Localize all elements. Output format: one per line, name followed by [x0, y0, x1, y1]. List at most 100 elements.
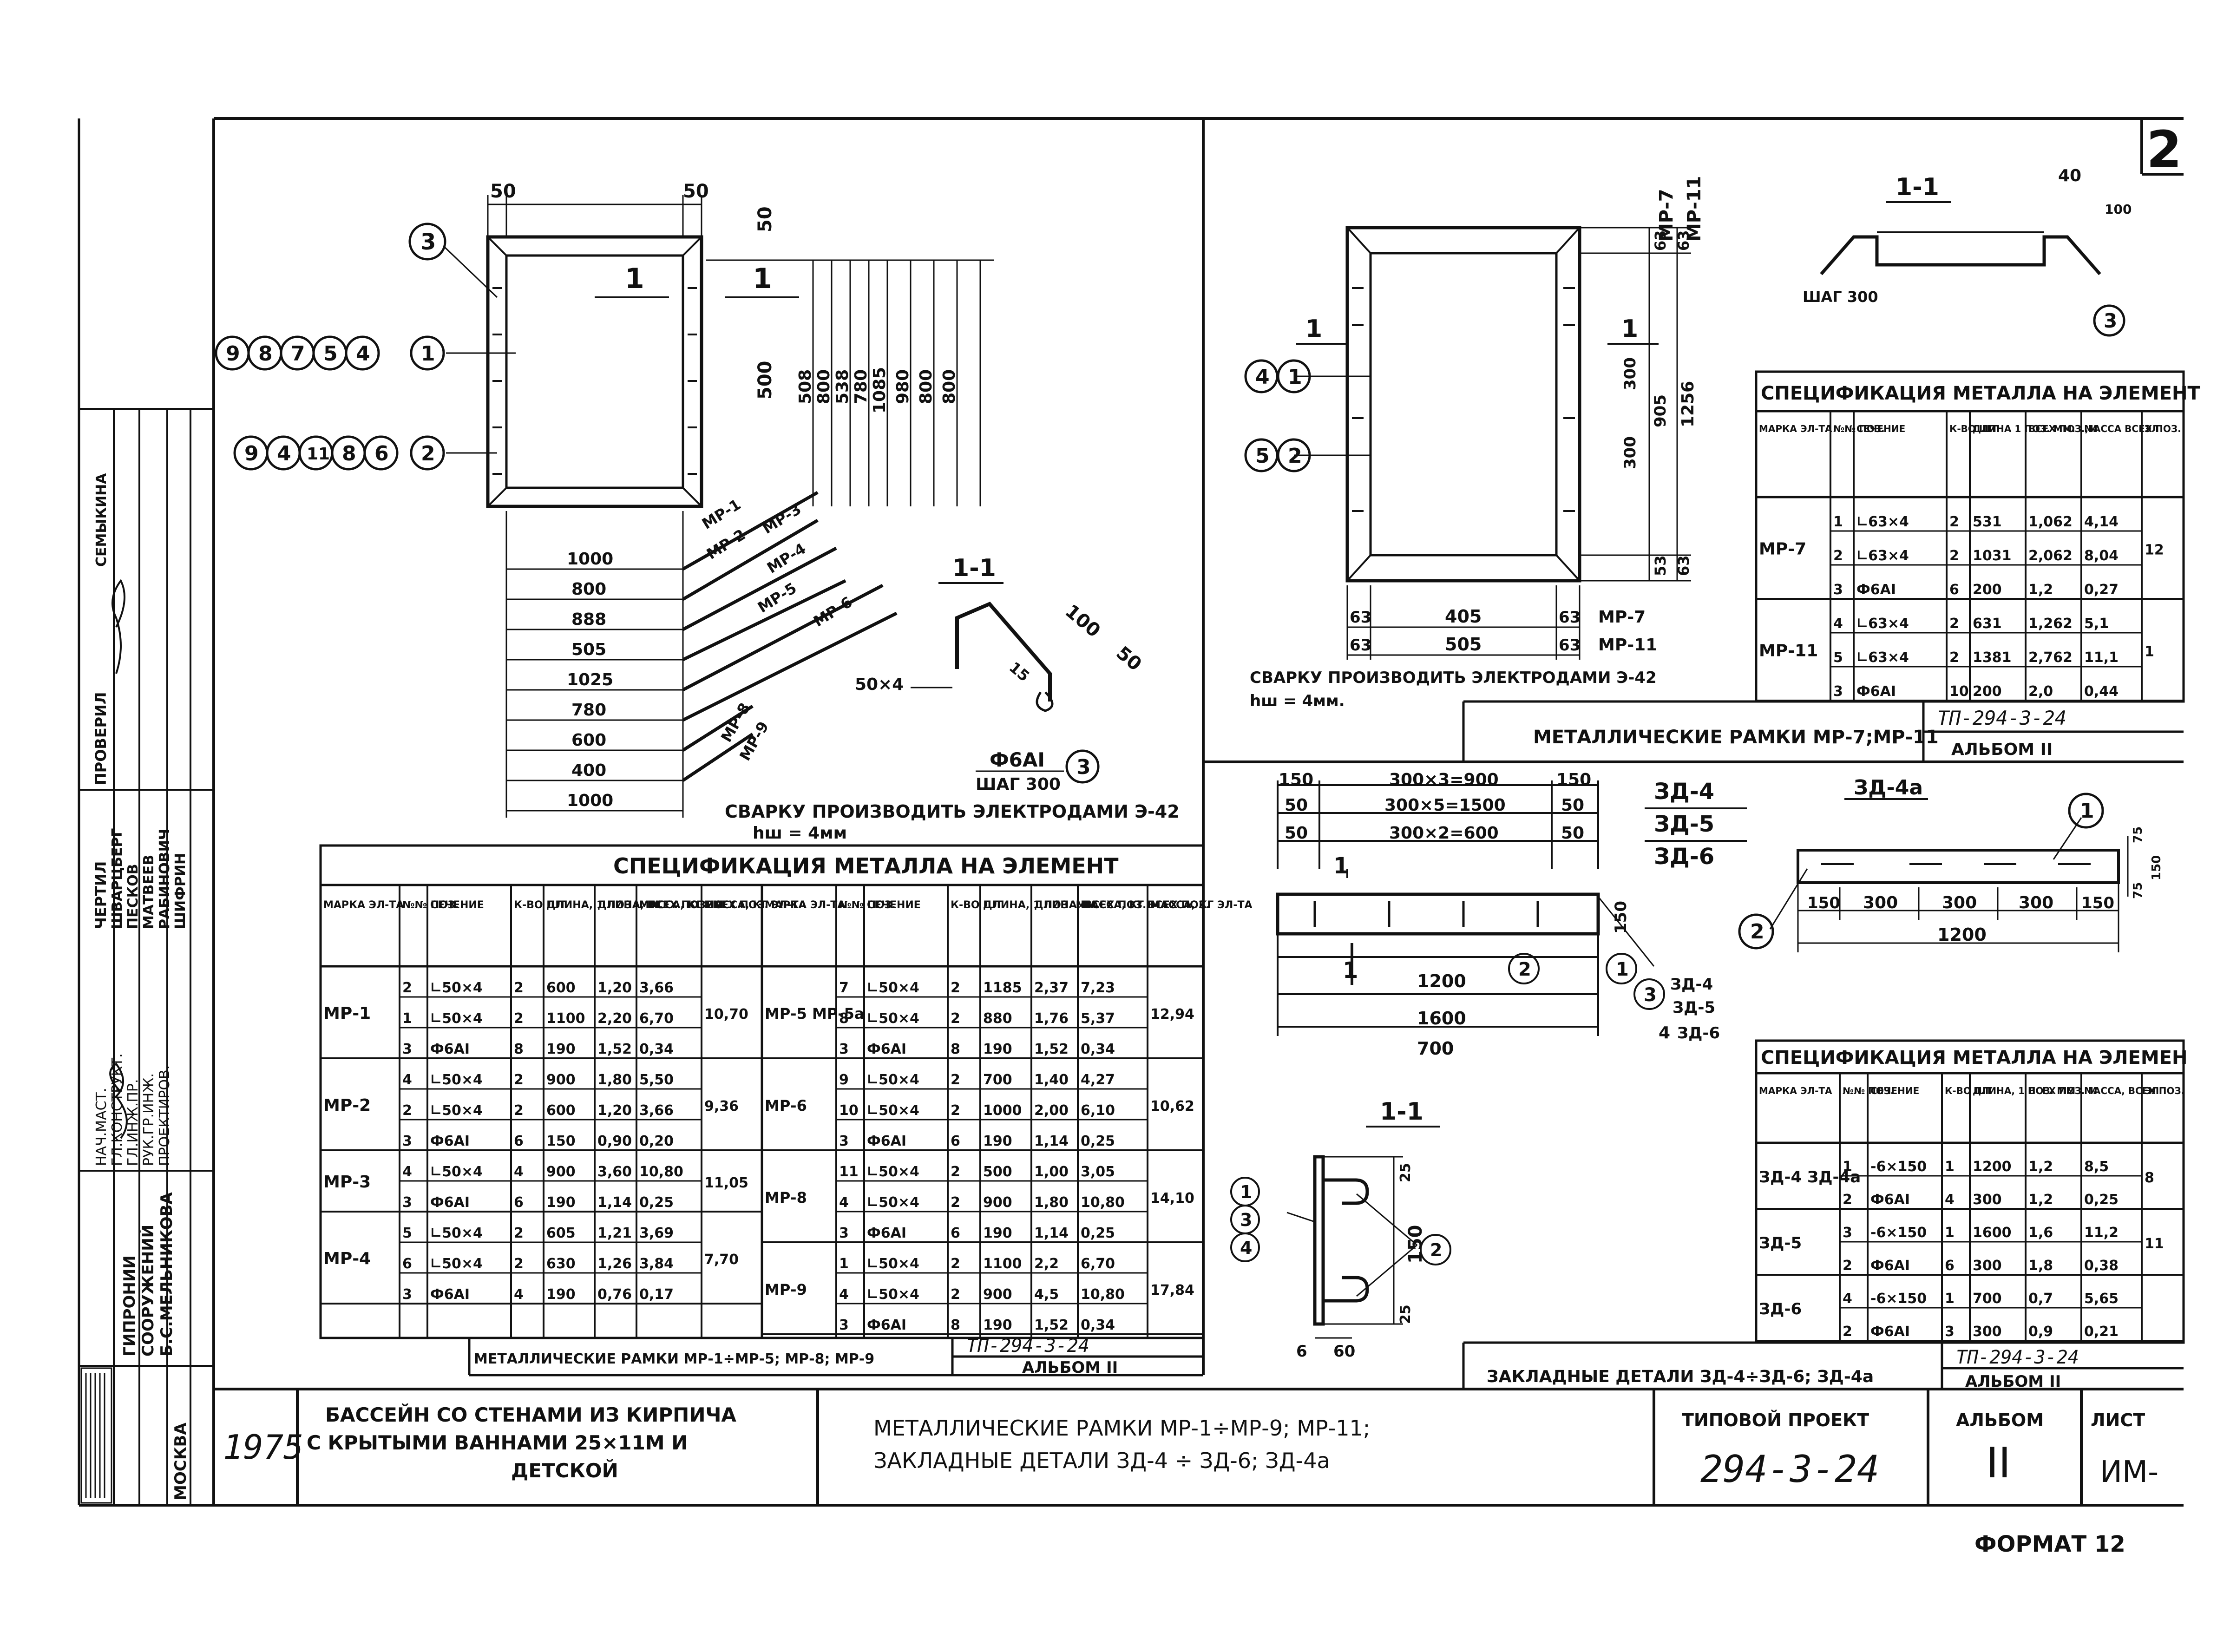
- spec-cell: 2: [1843, 1192, 1852, 1208]
- spec-cell: 0,21: [2084, 1324, 2119, 1340]
- spec-cell: 3,66: [639, 1102, 674, 1119]
- height-1: 508: [796, 369, 815, 404]
- spec-cell: 5: [1833, 649, 1843, 666]
- spec-header-cell: МАРКА ЭЛ-ТА: [1759, 423, 1832, 434]
- spec-cell: Ф6АI: [1856, 683, 1896, 700]
- signature-mark: [112, 579, 125, 674]
- approval-stamp: ГИПРОНИИ СООРУЖЕНИЙ Б.С.МЕЛЬНИКОВА МОСКВ…: [92, 473, 190, 1501]
- spec-mark: ЗД-5: [1759, 1234, 1802, 1252]
- spec-cell: 0,38: [2084, 1258, 2119, 1274]
- spec-cell: 0,34: [639, 1041, 674, 1057]
- spec-cell: ∟50×4: [430, 1256, 483, 1272]
- zd-dim-1-0: 50: [1285, 796, 1308, 815]
- spec-mark: МР-9: [765, 1281, 807, 1298]
- zd-section-mark: 1: [1343, 957, 1358, 983]
- width-2: 888: [571, 610, 606, 629]
- zd-section-mark: 1: [1333, 853, 1349, 879]
- section-step: ШАГ 300: [976, 775, 1061, 794]
- dim-h-3: 300: [1621, 436, 1640, 469]
- spec-table-mr7: СПЕЦИФИКАЦИЯ МЕТАЛЛА НА ЭЛЕМЕНТ МАРКА ЭЛ…: [1462, 370, 2200, 762]
- spec-cell: 1,52: [597, 1041, 632, 1057]
- spec-cell: 3: [839, 1133, 849, 1149]
- height-2: 800: [814, 369, 833, 404]
- project-title-line-2: ДЕТСКОЙ: [511, 1459, 618, 1482]
- spec-cell: 1: [839, 1256, 849, 1272]
- marker-7: 7: [291, 342, 305, 366]
- dim-h-6: 53: [1652, 555, 1669, 576]
- zd-marker-1: 1: [1616, 959, 1629, 980]
- spec-cell: 3: [1833, 683, 1843, 700]
- dim-top-2: 50: [754, 206, 776, 232]
- spec-cell: ∟50×4: [867, 1286, 919, 1303]
- spec-cell: 2: [514, 1102, 524, 1119]
- section-mark-label: 1: [625, 262, 644, 295]
- frame-right-drawing: МР-7 МР-11 1 1 4 1 5 2 63 63 300 300 905…: [1244, 166, 2132, 710]
- spec-cell: 4: [839, 1286, 849, 1303]
- spec-cell: 1,52: [1034, 1317, 1069, 1333]
- spec-cell: 1100: [546, 1010, 585, 1027]
- spec-cell: 500: [983, 1164, 1012, 1180]
- spec-cell: 190: [546, 1194, 576, 1211]
- spec-cell: 0,34: [1081, 1317, 1115, 1333]
- spec-header-cell: МАССА ВСЕХ ПОЗ.: [2084, 423, 2181, 434]
- height-8: 800: [940, 369, 959, 404]
- spec-cell: 1100: [983, 1256, 1022, 1272]
- spec-header-cell: ДЛИНА 1 ПОЗ. ММ.: [1973, 423, 2075, 434]
- spec-cell: 0,44: [2084, 683, 2119, 700]
- section-mark-label: 1: [753, 262, 772, 295]
- spec-mark: МР-8: [765, 1189, 807, 1206]
- spec-cell: Ф6АI: [1870, 1324, 1910, 1340]
- spec-total: 17,84: [1150, 1282, 1194, 1298]
- sheet-title-line-0: МЕТАЛЛИЧЕСКИЕ РАМКИ МР-1÷МР-9; МР-11;: [873, 1416, 1370, 1441]
- spec-cell: 2,37: [1034, 980, 1069, 996]
- zd-callout-1: ЗД-5: [1673, 998, 1715, 1017]
- spec-cell: Ф6АI: [1856, 582, 1896, 598]
- spec-left-stamp-album: АЛЬБОМ II: [1022, 1358, 1118, 1377]
- spec-cell: 6: [951, 1133, 960, 1149]
- spec-cell: -6×150: [1870, 1225, 1927, 1241]
- frame-left-drawing: 50 50 50 1 1 9 8 7 5 4 1 9 4: [215, 181, 1180, 843]
- spec-cell: 631: [1973, 616, 2002, 632]
- zd4a-dim-1: 300: [1863, 893, 1898, 912]
- zd-length-1: 1600: [1417, 1008, 1466, 1029]
- spec-cell: ∟63×4: [1856, 514, 1909, 530]
- spec-cell: 2: [951, 1072, 960, 1088]
- spec-total: 11,05: [704, 1175, 748, 1191]
- spec-cell: 1,26: [597, 1256, 632, 1272]
- spec-cell: 6,10: [1081, 1102, 1115, 1119]
- spec-total: 11: [2145, 1236, 2164, 1252]
- frame-label-mr6: МР-6: [810, 593, 855, 630]
- spec-cell: 4: [402, 1164, 412, 1180]
- spec-left-stamp-title: МЕТАЛЛИЧЕСКИЕ РАМКИ МР-1÷МР-5; МР-8; МР-…: [474, 1351, 874, 1367]
- marker-6: 6: [374, 442, 389, 465]
- embedded-details-drawing: 150 300×3=900 150 50 300×5=1500 50 50 30…: [1230, 770, 2164, 1361]
- spec-cell: 2: [514, 980, 524, 996]
- weld-height-right: hш = 4мм.: [1250, 692, 1345, 710]
- spec-mark: МР-4: [323, 1249, 371, 1268]
- spec-cell: 3: [1945, 1324, 1955, 1340]
- spec-cell: Ф6АI: [1870, 1192, 1910, 1208]
- spec-cell: 0,25: [2084, 1192, 2119, 1208]
- frame-right-label-mr11: МР-11: [1598, 636, 1657, 655]
- spec-cell: 1: [402, 1010, 412, 1027]
- spec-header-cell: МАССА, КГ ЭЛ-ТА: [1150, 899, 1253, 911]
- zd-section-dim-4: 60: [1333, 1342, 1355, 1361]
- spec-cell: ∟50×4: [867, 1102, 919, 1119]
- spec-cell: 3,69: [639, 1225, 674, 1241]
- spec-mark: МР-7: [1759, 540, 1806, 559]
- spec-cell: 2,0: [2028, 683, 2053, 700]
- marker-9: 9: [226, 342, 240, 366]
- spec-cell: 2: [1843, 1258, 1852, 1274]
- spec-cell: 2,762: [2028, 649, 2073, 666]
- marker-9: 9: [244, 442, 259, 465]
- section-dim-40: 40: [2058, 166, 2081, 185]
- spec-mark: МР-3: [323, 1173, 371, 1192]
- zd4a-dim-3: 300: [2019, 893, 2053, 912]
- section-title: 1-1: [952, 554, 996, 582]
- spec-cell: 11: [839, 1164, 859, 1180]
- spec-zd-title: СПЕЦИФИКАЦИЯ МЕТАЛЛА НА ЭЛЕМЕН: [1761, 1047, 2187, 1069]
- dim-top-1: 50: [683, 181, 709, 202]
- spec-cell: 900: [983, 1194, 1012, 1211]
- spec-header-cell: СЕЧЕНИЕ: [1856, 423, 1905, 434]
